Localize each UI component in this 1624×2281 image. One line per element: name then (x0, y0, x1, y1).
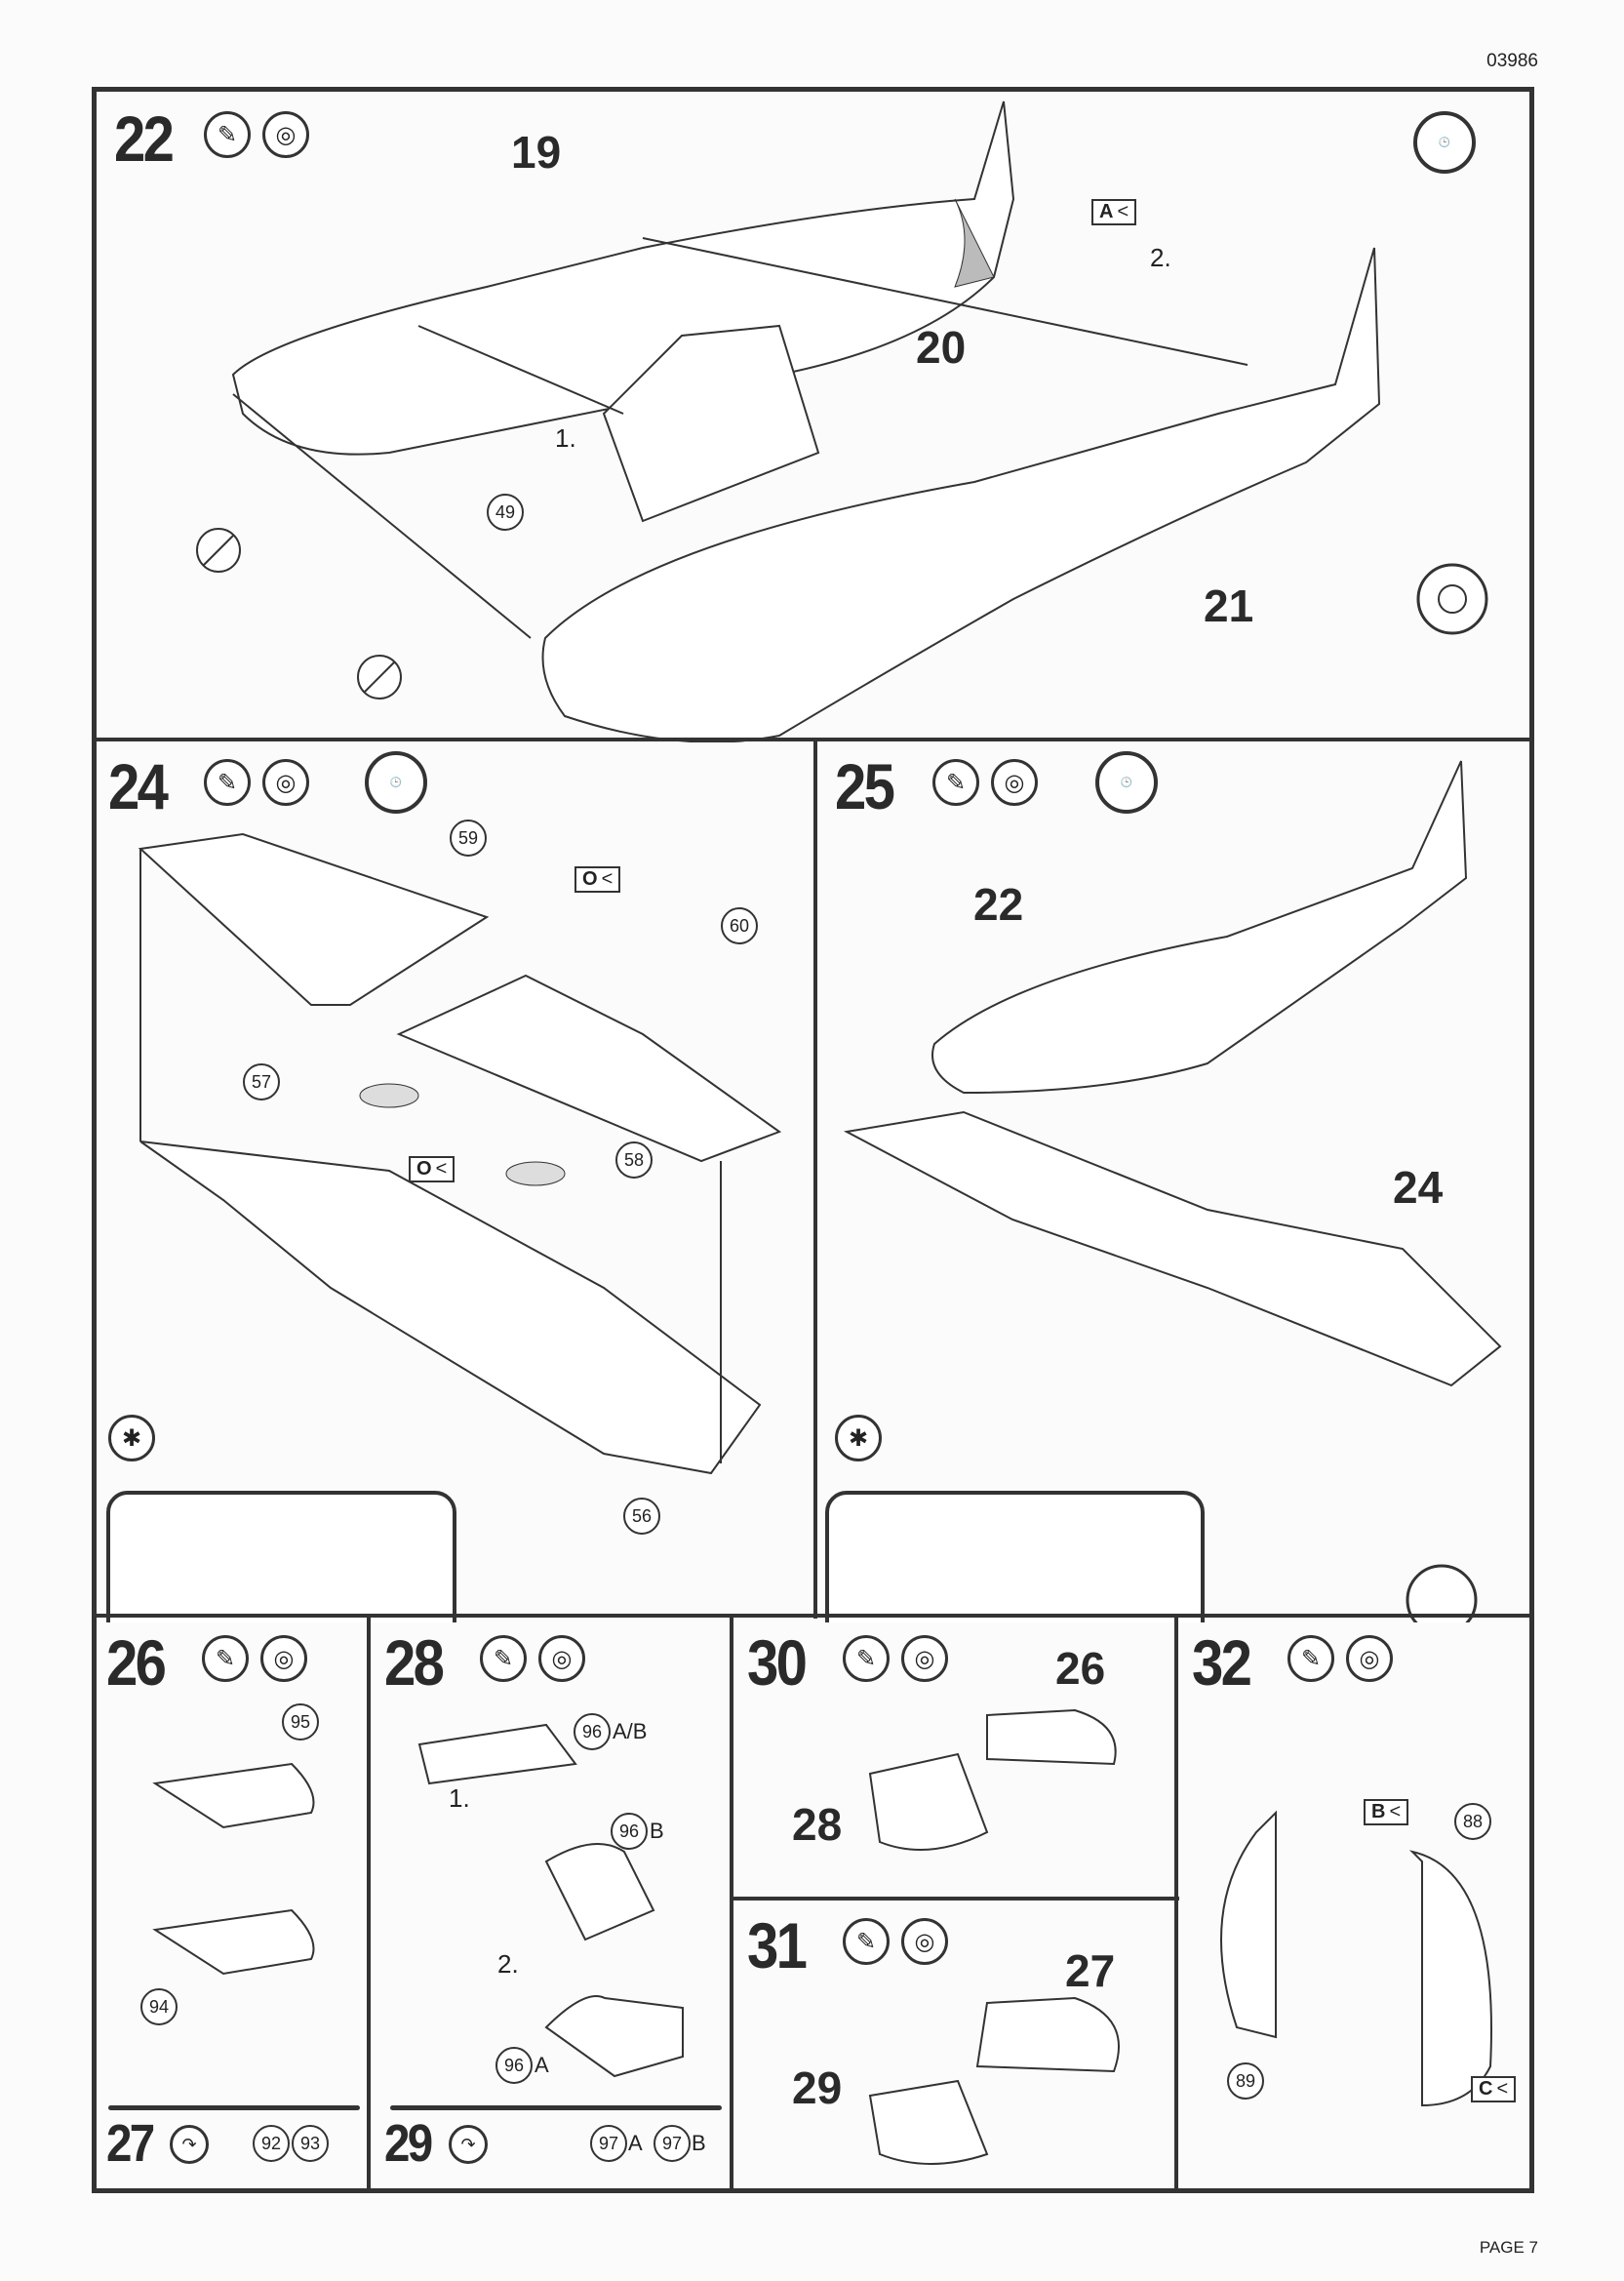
glue-icon: ✎ (204, 111, 251, 158)
rudder-diagram (1220, 1810, 1492, 2107)
part-number: 49 (487, 494, 524, 531)
step-22-panel: 22 ✎ ◎ 🕒 19 20 21 1. (97, 92, 1529, 742)
part-label: 21 (1204, 580, 1254, 631)
paint-icon: ◎ (1346, 1635, 1393, 1682)
part-number: 93 (292, 2125, 329, 2162)
part-label: 29 (792, 2062, 843, 2113)
step-30-panel: 30 ✎ ◎ 26 28 (730, 1614, 1179, 1901)
step-number: 24 (108, 750, 169, 822)
decal-tag: O (574, 866, 621, 893)
decal-tag: A (1091, 199, 1137, 225)
step-number: 30 (747, 1626, 808, 1699)
glue-icon: ✎ (843, 1635, 890, 1682)
part-number: 92 (253, 2125, 290, 2162)
glue-icon: ✎ (932, 759, 979, 806)
glue-icon: ✎ (1287, 1635, 1334, 1682)
paint-icon: ◎ (262, 759, 309, 806)
part-number: 94 (140, 1988, 178, 2025)
part-suffix: B (650, 1819, 664, 1843)
steps-frame: 22 ✎ ◎ 🕒 19 20 21 1. (92, 87, 1534, 2193)
part-diagram (868, 1996, 1120, 2165)
part-number: 57 (243, 1063, 280, 1100)
paint-icon: ◎ (262, 111, 309, 158)
sub-step-label: 1. (449, 1783, 470, 1813)
divider (390, 2105, 722, 2110)
part-suffix: A (535, 2053, 549, 2077)
decal-tag: B (1364, 1799, 1409, 1825)
step-25-panel: 25 ✎ ◎ 🕒 ✱ 22 24 (813, 738, 1529, 1622)
part-label: 24 (1393, 1162, 1444, 1213)
glue-icon: ✎ (202, 1635, 249, 1682)
part-diagram (417, 1723, 684, 2078)
assembly-diagram (825, 760, 1502, 1622)
part-diagram (868, 1708, 1117, 1851)
part-number: 88 (1454, 1803, 1491, 1840)
asterisk-icon: ✱ (835, 1415, 882, 1461)
wing-diagram (106, 832, 782, 1622)
part-label: 20 (916, 322, 967, 373)
kit-code: 03986 (1486, 51, 1538, 71)
decal-tag: O (409, 1156, 456, 1182)
remove-icon: ↷ (170, 2125, 209, 2164)
part-number: 97 (654, 2125, 691, 2162)
part-suffix: B (692, 2131, 706, 2155)
paint-icon: ◎ (260, 1635, 307, 1682)
part-label: 28 (792, 1799, 843, 1850)
part-diagram (152, 1762, 315, 1976)
sub-step-label: 1. (555, 423, 576, 453)
step-number: 29 (384, 2114, 433, 2173)
part-label: 26 (1055, 1643, 1106, 1694)
part-number: 97 (590, 2125, 627, 2162)
part-number: 60 (721, 907, 758, 944)
part-label: 22 (973, 879, 1024, 930)
part-number: 56 (623, 1498, 660, 1535)
sub-step-label: 2. (497, 1949, 519, 1979)
part-label: 27 (1065, 1945, 1116, 1996)
paint-icon: ◎ (538, 1635, 585, 1682)
step-28-panel: 28 ✎ ◎ 96 A/B 96 B 96 A 1. 2. 29 ↷ 97 A … (367, 1614, 734, 2188)
step-number: 32 (1192, 1626, 1252, 1699)
paint-icon: ◎ (901, 1635, 948, 1682)
sub-step-label: 2. (1150, 243, 1171, 272)
part-number: 95 (282, 1703, 319, 1741)
step-number: 27 (106, 2114, 155, 2173)
clock-icon: 🕒 (1413, 111, 1476, 174)
glue-icon: ✎ (204, 759, 251, 806)
step-31-panel: 31 ✎ ◎ 27 29 (730, 1897, 1179, 2188)
step-number: 22 (114, 102, 175, 175)
part-number: 96 (611, 1813, 648, 1850)
glue-icon: ✎ (843, 1918, 890, 1965)
glue-icon: ✎ (480, 1635, 527, 1682)
step-26-panel: 26 ✎ ◎ 95 94 27 ↷ 92 93 (97, 1614, 372, 2188)
step-number: 31 (747, 1909, 808, 1981)
page-number: PAGE 7 (1479, 2238, 1538, 2257)
remove-icon: ↷ (449, 2125, 488, 2164)
step-number: 28 (384, 1626, 445, 1699)
paint-icon: ◎ (991, 759, 1038, 806)
part-number: 58 (615, 1141, 653, 1179)
decal-tag: C (1471, 2076, 1517, 2102)
part-number: 96 (574, 1713, 611, 1750)
step-number: 26 (106, 1626, 167, 1699)
part-number: 59 (450, 820, 487, 857)
clock-icon: 🕒 (365, 751, 427, 814)
step-32-panel: 32 ✎ ◎ 88 89 B C (1174, 1614, 1529, 2188)
step-24-panel: 24 ✎ ◎ 🕒 ✱ 59 60 57 58 56 O O (97, 738, 818, 1622)
clock-icon: 🕒 (1095, 751, 1158, 814)
paint-icon: ◎ (901, 1918, 948, 1965)
step-number: 25 (835, 750, 895, 822)
part-number: 89 (1227, 2062, 1264, 2100)
part-suffix: A (628, 2131, 643, 2155)
part-suffix: A/B (613, 1719, 648, 1743)
divider (108, 2105, 360, 2110)
part-number: 96 (495, 2047, 533, 2084)
fuselage-diagram (196, 100, 1488, 742)
asterisk-icon: ✱ (108, 1415, 155, 1461)
part-label: 19 (511, 127, 562, 178)
